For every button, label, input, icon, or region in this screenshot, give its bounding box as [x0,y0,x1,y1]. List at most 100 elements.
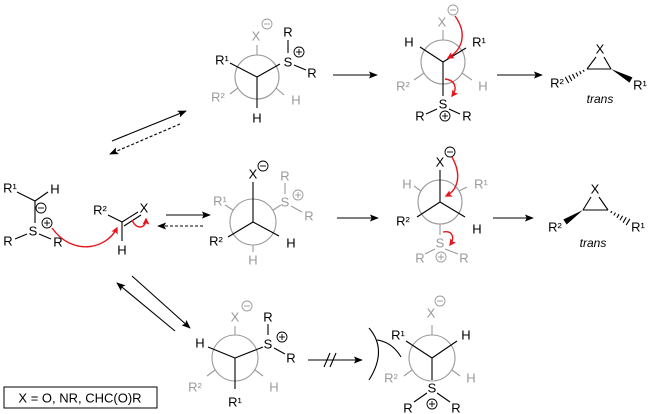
blocked-arrow-slash [323,352,331,368]
bond [290,205,303,213]
atom-label: X [436,155,445,170]
bond [252,221,280,237]
negative-charge-icon [257,160,269,172]
bond [107,214,123,223]
atom-label: R¹ [474,177,488,192]
bond [16,191,36,202]
atom-label: R [415,251,424,266]
atom-label: R [415,109,424,124]
bond [425,108,438,115]
bond [256,63,281,78]
electron-push-arrow [446,15,463,59]
atom-label: trans [587,92,614,106]
bond [254,369,264,377]
bond [229,87,239,95]
atom-label: R¹ [3,181,17,196]
bond [416,201,441,218]
negative-charge-icon [444,146,456,158]
atom-label: R¹ [631,220,645,235]
bond [272,204,282,211]
bond [403,369,413,377]
bond [586,56,597,70]
atom-label: R [307,66,316,81]
electron-push-arrow [442,231,457,247]
bond [227,221,254,238]
bond [451,369,461,377]
bond [442,47,467,63]
negative-charge-icon [434,295,446,307]
bond [419,46,444,63]
bond [413,185,422,192]
atom-label: R [3,234,12,249]
steric-clash-arc [368,327,380,381]
bond [405,340,433,359]
atom-label: H [402,177,411,192]
bond [448,108,461,115]
bond [424,248,436,255]
hashed-bond [579,70,582,75]
bond [275,87,285,96]
atom-label: R [451,401,460,414]
bond [207,346,236,359]
hashed-bond [571,73,576,79]
atom-label: R¹ [228,395,242,410]
positive-charge-icon [41,217,53,229]
positive-charge-icon [426,398,438,410]
hashed-bond [610,210,613,214]
legend-box [3,386,158,409]
positive-charge-icon [439,110,451,122]
blocked-arrow-slash [329,352,337,368]
atom-label: R¹ [472,35,486,50]
bond [273,347,286,355]
atom-label: X [438,15,447,30]
bond [598,196,609,211]
atom-label: R¹ [213,194,227,209]
legend-text: X = O, NR, CHC(O)R [18,391,141,406]
atom-label: H [286,236,295,251]
atom-label: R [286,351,295,366]
atom-label: R [53,235,62,250]
bond [436,392,451,403]
atom-label: X [252,29,261,44]
bond [603,56,612,70]
atom-label: R² [550,76,564,91]
hashed-bond [622,217,627,223]
atom-label: R² [396,79,410,94]
hashed-bond [625,218,631,226]
atom-label: H [248,253,257,268]
atom-label: R [304,209,313,224]
atom-label: X [596,42,605,57]
hashed-bond [616,213,620,219]
electron-push-arrow-ylide [51,226,118,248]
bond [34,191,49,202]
atom-label: R² [188,380,202,395]
atom-label: R² [93,203,107,218]
atom-label: R [280,169,289,184]
hashed-bond [582,69,585,73]
reaction-arrow [116,282,176,332]
atom-label: R¹ [391,328,405,343]
hashed-bond [619,215,624,221]
reaction-arrow [109,123,181,155]
negative-charge-icon [261,18,273,30]
positive-charge-icon [435,251,447,263]
atom-label: S [439,97,448,112]
atom-label: H [252,111,261,126]
wedge-bond [611,69,633,83]
atom-label: R² [209,234,223,249]
atom-label: R¹ [633,78,647,93]
bond [461,72,473,81]
bond [38,233,52,240]
atom-label: S [436,236,445,251]
positive-charge-icon [292,189,304,201]
hashed-bond [564,76,570,84]
atom-label: R [459,251,468,266]
bond [439,201,466,218]
reaction-arrow [131,275,191,329]
electron-push-arrow [444,156,459,197]
atom-label: R [403,401,412,414]
bond [14,233,28,240]
bond [444,248,459,255]
steric-clash-arc [376,339,402,358]
bond [121,211,139,223]
